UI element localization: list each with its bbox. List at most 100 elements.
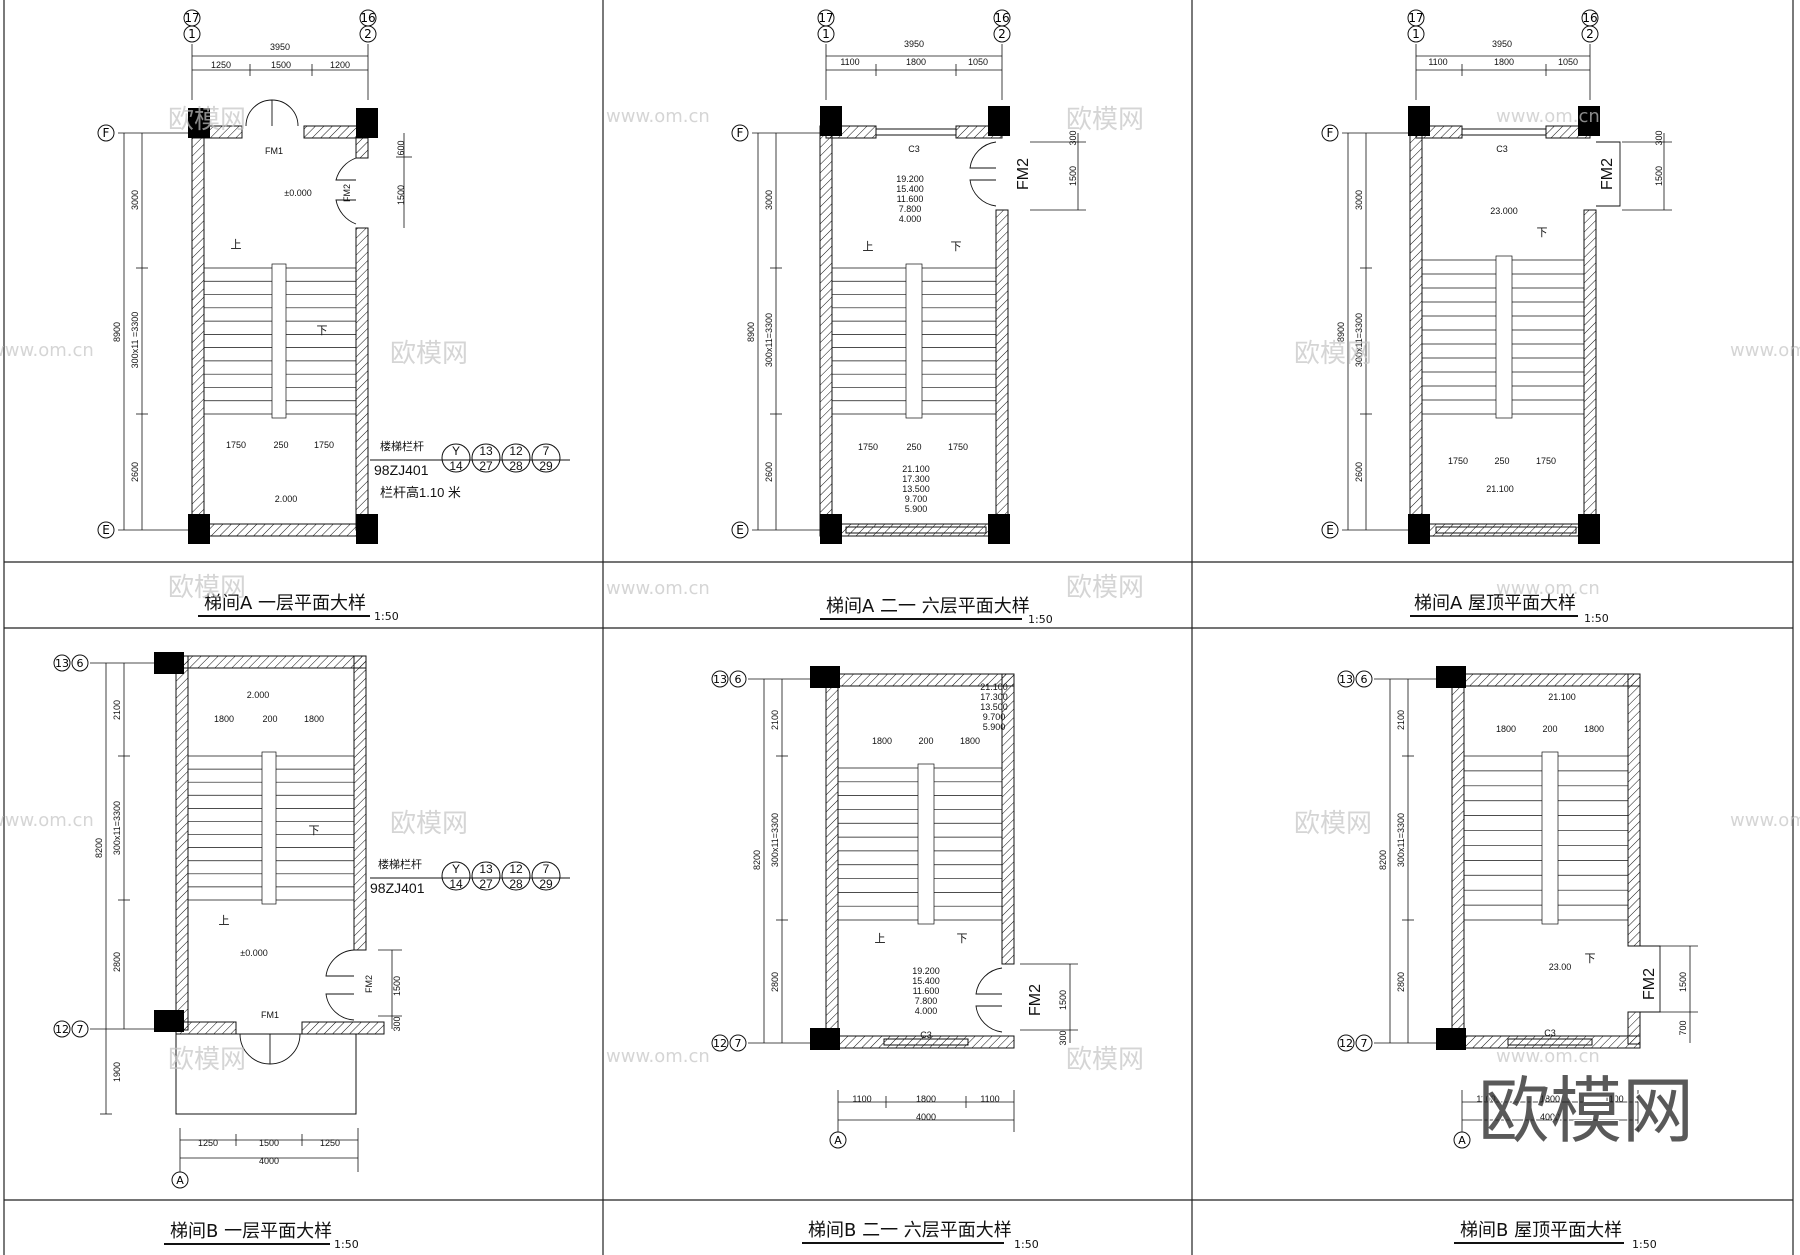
dim-total: 3950 [904,39,924,49]
labels: C3 FM2 23.000 21.100 下 [1486,144,1616,494]
level-label: ±0.000 [284,188,311,198]
scale-text: 1:50 [374,610,399,623]
window-label: C3 [920,1030,932,1040]
rail-height: 栏杆高1.10 米 [380,485,461,500]
ref-bottom: 27 [479,877,493,891]
dimension-lines [1374,678,1698,1132]
dim-part: 300x11=3300 [1354,313,1364,367]
level-label: 19.200 [896,174,924,184]
panel-title: 梯间B 屋顶平面大样 1:50 [1454,1220,1657,1251]
watermark-url: www.om.cn [1496,578,1600,599]
down-label: 下 [1585,953,1596,965]
watermark-url: www.om.cn [1730,340,1800,361]
scale-text: 1:50 [1584,612,1609,625]
stair-handrail [1541,751,1559,925]
dim-total: 8200 [94,838,104,858]
ref-bottom: 29 [539,877,553,891]
dim-part: 1800 [1494,57,1514,67]
axis-label: 2 [364,27,372,41]
doors [1640,945,1661,1013]
dim-door: 300 [1068,130,1078,145]
dim-stair: 1800 [1584,724,1604,734]
axis-label: 13 [1339,673,1353,686]
doors [1596,141,1621,207]
dimension-lines [748,678,1078,1132]
scale-text: 1:50 [1632,1238,1657,1251]
dim-part: 2600 [130,462,140,482]
stair [204,263,356,419]
door-label: FM2 [1015,158,1032,190]
axis-label: 1 [822,27,830,41]
axis-label: F [103,126,110,140]
axis-label: A [1458,1134,1466,1147]
watermark-urls: www.om.cn www.om.cn www.om.cn www.om.cn … [0,106,1800,1067]
dim-part: 2600 [764,462,774,482]
axis-label: 16 [1582,11,1597,25]
dim-total: 4000 [1540,1112,1560,1122]
ref-top: 13 [479,444,493,458]
axis-label: F [1327,126,1334,140]
dim-part: 1800 [1540,1094,1560,1104]
dim-door: 1500 [1058,990,1068,1010]
axis-label: 17 [184,11,199,25]
ref-top: 12 [509,444,523,458]
watermark-url: www.om.cn [1730,810,1800,831]
window-label: C3 [1544,1028,1556,1038]
dim-part: 2100 [112,700,122,720]
dim-part: 300x11=3300 [770,813,780,867]
level-label: ±0.000 [240,948,267,958]
dim-total: 3950 [270,42,290,52]
watermark-text: 欧模网 [390,339,468,369]
level-label: 23.000 [1490,206,1518,216]
sheet-frame [3,0,1794,1255]
level-label: 15.400 [896,184,924,194]
dim-total: 8900 [112,322,122,342]
level-label: 19.200 [912,966,940,976]
stair-handrail [261,751,277,905]
down-label: 下 [957,933,968,945]
level-label: 7.800 [899,204,922,214]
dim-part: 1100 [840,57,859,67]
watermark-text: 欧模网 [1294,339,1372,369]
stair [1422,255,1584,419]
axis-label: 12 [1339,1037,1353,1050]
door-label: FM2 [1599,158,1616,190]
stair [188,751,354,905]
dim-part: 1100 [1428,57,1447,67]
panel-stair-b-floor2-6: 13 6 12 7 A 8200 2100 300x11=3300 2800 1… [711,666,1078,1251]
watermark-url: www.om.cn [0,810,94,831]
level-label: 4.000 [915,1006,938,1016]
door-label: FM1 [261,1010,279,1020]
window-label: C3 [908,144,920,154]
level-label: 9.700 [905,494,928,504]
panel-title: 梯间A 一层平面大样 1:50 [198,593,399,623]
axis-label: 1 [188,27,196,41]
dim-total: 4000 [259,1156,279,1166]
axis-label: 7 [77,1023,84,1036]
ref-top: 13 [479,862,493,876]
stair-handrail [917,763,935,925]
panel-title: 梯间A 屋顶平面大样 1:50 [1410,593,1609,625]
ref-top: 7 [543,862,550,876]
axis-label: 13 [55,657,69,670]
level-label: 17.300 [902,474,930,484]
watermarks: 欧模网 欧模网 欧模网 欧模网 欧模网 欧模网 欧模网 欧模网 欧模网 欧模网 [168,105,1372,1075]
dimension-text: 8200 2100 300x11=3300 2800 1900 1250 150… [94,700,402,1166]
level-label: 23.00 [1549,962,1572,972]
axis-label: 2 [998,27,1006,41]
level-label: 21.100 [902,464,930,474]
panel-title: 梯间B 一层平面大样 1:50 [164,1221,359,1251]
axis-label: 16 [360,11,375,25]
watermark-url: www.om.cn [0,340,94,361]
ref-bottom: 28 [509,459,523,473]
ref-bottom: 29 [539,459,553,473]
dim-stair: 200 [262,714,277,724]
down-label: 下 [309,825,320,837]
level-label: 13.500 [980,702,1008,712]
level-label: 15.400 [912,976,940,986]
panel-stair-a-roof: 17 1 16 2 F E 3950 1100 1800 1050 8900 3… [1321,9,1672,625]
scale-text: 1:50 [1014,1238,1039,1251]
level-label: 17.300 [980,692,1008,702]
dimension-text: 8200 2100 300x11=3300 2800 1100 1800 110… [752,710,1068,1122]
